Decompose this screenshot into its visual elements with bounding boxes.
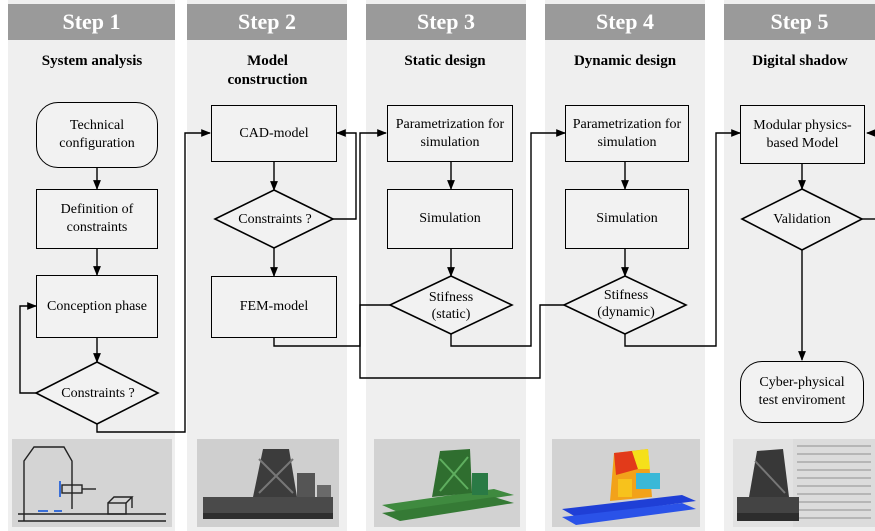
label-stiffness-static: Stifness (static)	[428, 290, 474, 322]
arrow-constraints-back-to-cad	[333, 129, 357, 220]
node-technical-configuration: Technical configuration	[36, 102, 158, 168]
node-conception-phase: Conception phase	[36, 275, 158, 338]
step-3-header: Step 3	[366, 4, 526, 40]
step-2-subtitle: Model construction	[227, 53, 308, 88]
diamond-stiffness-static	[388, 275, 514, 335]
step-4-header: Step 4	[545, 4, 705, 40]
node-label: Conception phase	[47, 298, 147, 314]
arrow-loop-to-conception	[19, 302, 37, 394]
step-5-digital-shadow-image	[733, 439, 875, 527]
step-1-subtitle: System analysis	[41, 53, 143, 69]
label-validation: Validation	[773, 211, 831, 227]
node-modular-model: Modular physics-based Model	[740, 105, 865, 164]
node-definition-of-constraints: Definition of constraints	[36, 189, 158, 249]
node-label: Technical configuration	[59, 118, 135, 151]
node-label: Parametrization for simulation	[572, 116, 682, 150]
arrow-to-cad	[96, 129, 211, 433]
label-stiffness-dynamic: Stifness (dynamic)	[597, 288, 655, 320]
step-1-sketch-image	[12, 439, 172, 527]
node-label: FEM-model	[239, 299, 309, 314]
node-fem-model: FEM-model	[211, 276, 337, 338]
node-parametrization-static: Parametrization for simulation	[387, 105, 513, 162]
label-constraints-1: Constraints ?	[61, 385, 135, 401]
diamond-constraints-2	[213, 189, 335, 249]
node-cad-model: CAD-model	[211, 105, 337, 162]
step-5-subtitle: Digital shadow	[752, 53, 848, 69]
node-label: Parametrization for simulation	[395, 116, 505, 150]
arrow-stiff-to-param4	[450, 129, 566, 347]
step-2-cad-image	[197, 439, 339, 527]
node-cyber-physical: Cyber-physical test enviroment	[740, 361, 864, 423]
step-4-subtitle: Dynamic design	[573, 53, 677, 69]
node-label: CAD-model	[239, 125, 309, 141]
step-3-fem-image	[374, 439, 520, 527]
step-2-header: Step 2	[187, 4, 347, 40]
node-simulation-dynamic: Simulation	[565, 189, 689, 249]
node-label: Simulation	[419, 211, 481, 226]
step-4-dynamic-image	[552, 439, 700, 527]
node-simulation-static: Simulation	[387, 189, 513, 249]
step-1-header: Step 1	[8, 4, 175, 40]
diamond-validation	[740, 188, 864, 251]
arrow-stiff-to-modular	[624, 129, 741, 347]
node-label: Modular physics-based Model	[753, 117, 852, 151]
step-3-subtitle: Static design	[404, 53, 486, 69]
label-constraints-2: Constraints ?	[238, 211, 312, 227]
node-label: Simulation	[596, 211, 658, 226]
node-label: Definition of constraints	[60, 202, 134, 235]
line-stiff-static-to-stiff-dynamic	[359, 304, 566, 379]
step-5-header: Step 5	[724, 4, 875, 40]
diamond-stiffness-dynamic	[562, 275, 688, 335]
node-parametrization-dynamic: Parametrization for simulation	[565, 105, 689, 162]
node-label: Cyber-physical test enviroment	[758, 375, 846, 408]
diamond-constraints-1	[34, 361, 160, 425]
